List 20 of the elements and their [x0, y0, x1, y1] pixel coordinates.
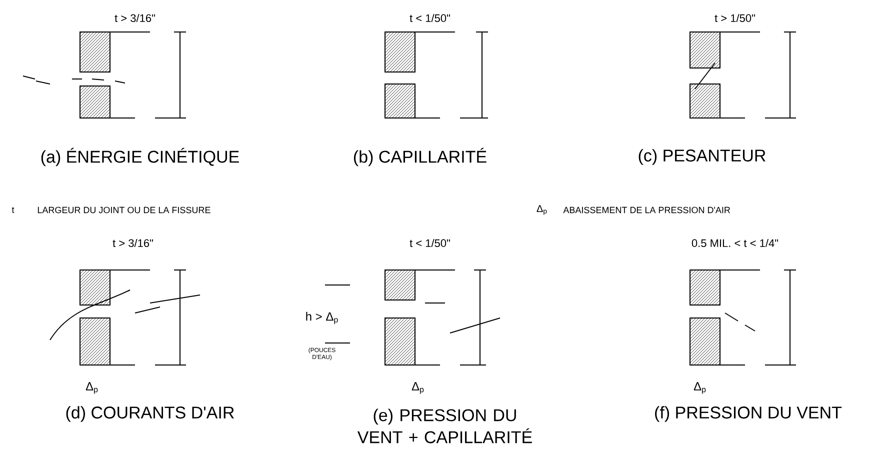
label: (e) PRESSION DU VENT + CAPILLARITÉ: [357, 408, 532, 444]
label: t > 1/50": [714, 14, 755, 22]
label: LARGEUR DU JOINT OU DE LA FISSURE: [38, 206, 210, 214]
label: (f) PRESSION DU VENT: [655, 406, 842, 422]
label: (c) PESANTEUR: [638, 149, 766, 165]
label: t > 3/16": [112, 238, 153, 248]
label: 0.5 MIL. < t < 1/4": [692, 238, 778, 248]
label: Δ$_{p}$: [412, 382, 424, 394]
label: (b) CAPILLARITÉ: [354, 148, 486, 166]
label: Δ$_{p}$: [694, 382, 706, 394]
label: t: [12, 207, 14, 213]
label: Δ$_{p}$: [86, 382, 98, 394]
label: h > Δ$_{p}$: [306, 312, 338, 324]
label: Δ$_{p}$: [536, 205, 547, 215]
label: (a) ÉNERGIE CINÉTIQUE: [41, 148, 239, 166]
label: t < 1/50": [410, 238, 450, 248]
label: t < 1/50": [410, 14, 450, 22]
label: t > 3/16": [114, 14, 155, 22]
label: (d) COURANTS D'AIR: [66, 406, 234, 422]
label: ABAISSEMENT DE LA PRESSION D'AIR: [563, 206, 730, 214]
